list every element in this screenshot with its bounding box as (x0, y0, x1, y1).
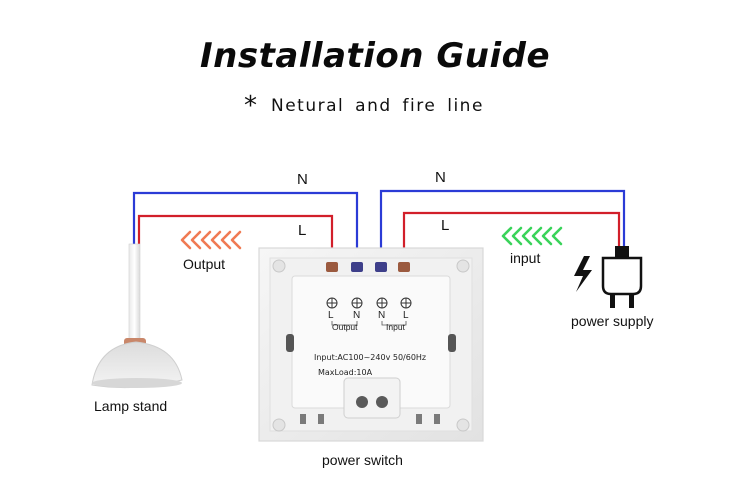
supply-label: power supply (571, 313, 654, 329)
page-title: Installation Guide (199, 36, 550, 76)
terminal-label: N (378, 310, 386, 321)
left-neutral-wire (132, 191, 359, 263)
subtitle-text: Netural and fire line (271, 96, 484, 116)
subtitle: * Netural and fire line (244, 92, 484, 120)
power-switch-panel (258, 247, 484, 442)
terminal-screws (326, 297, 412, 309)
lamp-label: Lamp stand (94, 398, 168, 414)
output-label: Output (183, 256, 226, 272)
panel-input-label: Input (386, 322, 405, 332)
panel-output-label: Output (332, 322, 358, 332)
right-live-wire (402, 211, 621, 263)
left-neutral-label: N (297, 171, 308, 188)
plug-icon (601, 246, 643, 308)
spec-line-voltage: Input:AC100~240v 50/60Hz (314, 353, 427, 362)
right-neutral-label: N (435, 169, 446, 186)
right-neutral-wire (379, 189, 626, 263)
terminal-label: L (328, 310, 334, 321)
left-live-label: L (298, 222, 307, 239)
switch-label: power switch (322, 452, 403, 468)
terminal-label: N (353, 310, 361, 321)
output-arrows-icon (180, 230, 242, 250)
input-arrows-icon (501, 226, 563, 246)
spec-line-load: MaxLoad:10A (318, 368, 373, 377)
lamp-icon (91, 243, 183, 389)
left-live-wire (137, 214, 334, 263)
right-live-label: L (441, 217, 450, 234)
asterisk-icon: * (244, 91, 257, 121)
lightning-icon (574, 256, 592, 292)
terminal-label: L (403, 310, 409, 321)
input-label: input (510, 250, 541, 266)
